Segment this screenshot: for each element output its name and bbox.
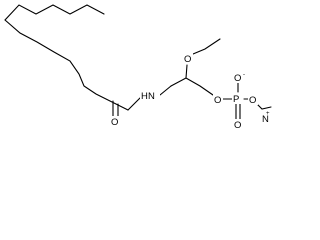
c2-to-ether-oxygen-bond	[185, 64, 188, 79]
amide-nh-h-label: H	[141, 91, 148, 102]
amide-nh-n-label: N	[148, 91, 155, 102]
phosphate-ester-oxygen-right-label: O	[249, 95, 256, 106]
atom-phosphate-oxo: O	[233, 119, 243, 131]
choline-chain-bonds	[255, 102, 272, 110]
ammonium-charge-label: +	[266, 111, 270, 117]
glycerol-backbone	[170, 38, 221, 96]
fatty-acyl-chain	[4, 4, 129, 111]
alkyl-chain-bonds	[4, 4, 129, 111]
phosphate-ester-oxygen-left-label: O	[214, 95, 221, 106]
molecule-structure: H N O O O P O - O O N +	[4, 4, 272, 131]
amide-group	[112, 85, 172, 119]
atom-ammonium-n: N +	[262, 111, 270, 125]
anion-charge-label: -	[243, 72, 245, 78]
atom-carbonyl-o: O	[110, 116, 120, 128]
backbone-bonds	[170, 77, 214, 96]
ethoxy-bonds	[192, 38, 221, 55]
phosphate-anion-oxygen-label: O	[234, 73, 241, 84]
ether-oxygen-label: O	[184, 54, 191, 65]
phosphate-oxo-label: O	[234, 120, 241, 131]
ammonium-nitrogen-label: N	[262, 114, 269, 125]
carbonyl-oxygen-label: O	[111, 117, 118, 128]
amide-bond	[127, 97, 141, 111]
atom-phosphate-anion-o: O -	[233, 72, 245, 84]
phosphorus-label: P	[233, 94, 239, 105]
n-to-ch2-bond	[159, 85, 172, 96]
atom-phosphorus: P	[232, 93, 242, 105]
atom-phosphate-o-left: O	[213, 94, 223, 106]
atom-ether-o: O	[183, 53, 193, 65]
atom-nh: H N	[140, 90, 160, 102]
atom-phosphate-o-right: O	[248, 94, 258, 106]
